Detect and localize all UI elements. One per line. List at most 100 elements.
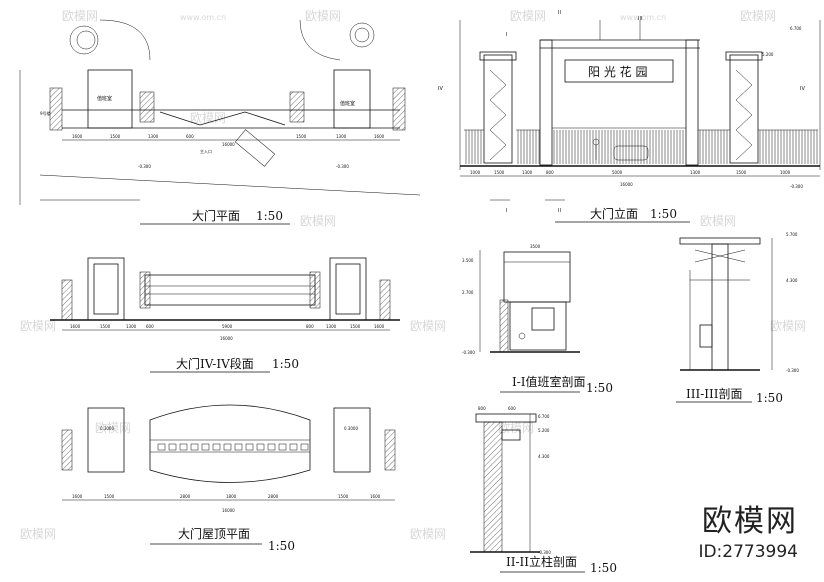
watermark: 欧模网 [740, 9, 776, 23]
guard-room-right [329, 257, 367, 321]
level-label: 4.300 [786, 278, 798, 283]
person-icon [518, 332, 526, 340]
watermark: 欧模网 [305, 9, 341, 23]
dim-label: 3500 [530, 244, 541, 249]
tree-icon [349, 22, 375, 48]
dim-label: 1600 [370, 494, 381, 499]
column-left [483, 54, 513, 164]
dim-label: 5900 [222, 324, 233, 329]
roman-label: IV [800, 86, 805, 92]
fence [464, 127, 818, 131]
dim-total: 16000 [620, 182, 633, 187]
roman-label: I [506, 32, 507, 38]
view-scale: 1:50 [256, 209, 283, 223]
dim-label: 1500 [494, 170, 505, 175]
beam-top [475, 413, 537, 423]
guard-roof-left [87, 407, 125, 473]
dim-label: 1800 [226, 494, 237, 499]
guard-roof-right [333, 407, 371, 473]
view-scale: 1:50 [756, 391, 783, 405]
sign-text: 阳 光 花 园 [588, 64, 647, 79]
dim-label: 1600 [374, 324, 385, 329]
level-label: -0.300 [462, 350, 475, 355]
guard-room-body [509, 301, 567, 351]
dim-label: 1000 [470, 170, 481, 175]
guard-room-label: 值班室 [97, 95, 112, 102]
roof-ribs [157, 443, 309, 451]
dim-label: 1300 [690, 170, 701, 175]
section-iii-view: 5.700 4.300 -0.300 III-III剖面 1:50 [676, 232, 799, 405]
column [711, 243, 729, 371]
watermark-url: www.om.cn [180, 13, 226, 22]
plan-view: 值班室 值班室 1600 1500 1300 600 1500 1300 160… [19, 19, 421, 225]
gate-leaf [159, 111, 286, 126]
watermark: 欧模网 [410, 527, 446, 541]
view-title: III-III剖面 [686, 387, 743, 401]
sign-board [564, 59, 674, 83]
level-label: 2.700 [462, 290, 474, 295]
dim-total: 16000 [222, 142, 235, 147]
view-scale: 1:50 [590, 561, 617, 575]
view-title: 大门立面 [590, 206, 638, 221]
roof-canopy [149, 404, 311, 483]
section-iv-view: 1600 1500 1300 600 5900 800 1300 1500 16… [50, 257, 400, 373]
column [483, 421, 503, 553]
gate-beam [144, 274, 316, 306]
tree-icon [69, 25, 99, 55]
dim-label: 1500 [296, 134, 307, 139]
guard-room-right [333, 69, 371, 129]
watermark: 欧模网 [700, 214, 736, 228]
dim-label: 1300 [336, 134, 347, 139]
dim-label: 1300 [522, 170, 533, 175]
dim-label: 1600 [374, 134, 385, 139]
view-title: I-I值班室剖面 [512, 374, 586, 389]
dim-label: 1300 [148, 134, 159, 139]
view-scale: 1:50 [586, 381, 613, 395]
dim-label: 800 [306, 324, 314, 329]
level-label: 0.3000 [344, 426, 358, 431]
level-label: -0.300 [138, 164, 151, 169]
dim-label: 1000 [780, 170, 791, 175]
watermark: 欧模网 [498, 421, 534, 435]
level-label: 5.200 [762, 52, 774, 57]
dim-label: 1500 [110, 134, 121, 139]
dim-label: 800 [478, 406, 486, 411]
section-ii-view: 800 600 6.700 5.200 4.300 -0.300 II-II立柱… [470, 406, 617, 575]
watermark: 欧模网 [95, 421, 131, 435]
guard-room-left [87, 257, 125, 321]
brand-id: ID:2773994 [698, 542, 798, 562]
dim-label: 1500 [104, 494, 115, 499]
watermark: 欧模网 [190, 111, 226, 125]
dim-label: 5000 [612, 170, 623, 175]
dim-label: 1600 [72, 134, 83, 139]
level-label: 4.300 [538, 454, 550, 459]
watermark: 欧模网 [62, 9, 98, 23]
view-title: 大门屋顶平面 [178, 526, 250, 541]
car-icon [613, 145, 649, 161]
fence-bars [465, 130, 818, 164]
dim-label: 1300 [126, 324, 137, 329]
guard-room-label: 值班室 [340, 100, 355, 107]
view-scale: 1:50 [268, 539, 295, 553]
dim-label: 2800 [268, 494, 279, 499]
guard-roof [503, 251, 571, 303]
level-label: -0.300 [790, 184, 803, 189]
watermark: 欧模网 [770, 319, 806, 333]
roman-label: III [638, 16, 642, 22]
watermark: 欧模网 [410, 319, 446, 333]
section-i-view: 3500 3.500 2.700 -0.300 I-I值班室剖面 1:50 [462, 244, 613, 395]
view-title: 大门平面 [192, 208, 240, 223]
dim-label: 1500 [338, 494, 349, 499]
level-label: 6.700 [538, 414, 550, 419]
entrance-label: 主入口 [200, 148, 212, 154]
roman-label: II [558, 10, 561, 16]
watermark: 欧模网 [510, 9, 546, 23]
view-scale: 1:50 [650, 207, 677, 221]
dim-label: 1500 [350, 324, 361, 329]
watermark: 欧模网 [20, 527, 56, 541]
roman-label: IV [438, 86, 443, 92]
level-label: 0.3000 [100, 426, 114, 431]
view-title: II-II立柱剖面 [506, 554, 577, 569]
dim-label: 800 [546, 170, 554, 175]
